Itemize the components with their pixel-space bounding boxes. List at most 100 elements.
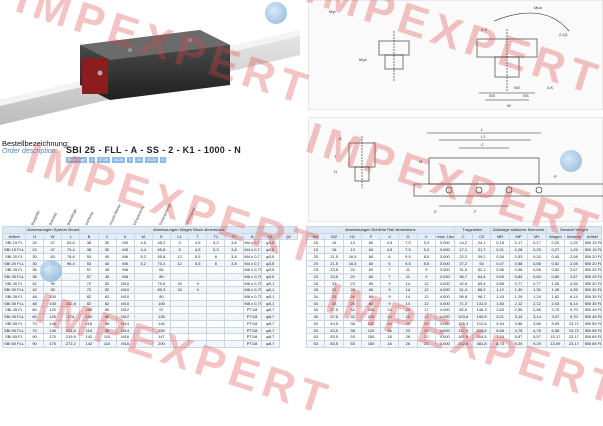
table-cell: 110 <box>97 333 117 341</box>
field-label: Blocklänge <box>66 208 78 226</box>
table-cell: 118 <box>151 319 172 328</box>
table-cell: 125,3 <box>453 319 473 328</box>
table-cell <box>169 313 190 321</box>
table-cell: SBI 65 FLL <box>2 339 26 348</box>
table-cell: M6 x 0,75 <box>242 286 262 295</box>
table-cell: 52,1 <box>471 266 492 274</box>
table-cell: 13,09 <box>545 339 566 348</box>
table-cell: 97 <box>151 306 172 315</box>
label-b: B <box>339 136 342 141</box>
table-cell <box>224 326 244 335</box>
table-cell: 1,83 <box>490 299 510 308</box>
column-header: L <box>61 232 81 241</box>
table-cell: SBI 25 FLL <box>582 272 603 281</box>
table-cell: 40 <box>97 252 117 261</box>
table-cell: M8 <box>115 272 135 281</box>
table-cell: 100 <box>43 293 63 301</box>
table-cell: 3.000 <box>435 246 455 254</box>
table-cell: 24 <box>24 239 45 248</box>
table-cell: 34 <box>305 293 326 301</box>
table-cell: 4,5 <box>379 246 400 254</box>
table-cell <box>133 286 153 295</box>
table-cell: 52 <box>97 279 117 288</box>
table-cell: 381,8 <box>471 339 492 348</box>
table-cell: 45 <box>305 306 326 315</box>
table-cell: M6 x 0,75 <box>242 293 262 301</box>
table-cell: 64,4 <box>471 272 492 281</box>
table-cell: M6 <box>115 259 135 268</box>
table-cell: 278,5 <box>471 326 492 335</box>
label-2q1: 2-Q1 <box>559 32 569 37</box>
field-label: Blocktyp <box>48 211 58 226</box>
table-cell: 45 <box>97 266 117 274</box>
table-cell: SBI 65 FL <box>582 333 603 341</box>
table-cell: 60 <box>361 259 381 268</box>
table-cell: 32 <box>342 313 363 321</box>
table-cell: 43,5 <box>324 319 344 328</box>
table-cell: 2,70 <box>545 306 566 315</box>
table-cell <box>188 293 208 301</box>
table-cell: 2,08 <box>564 259 584 268</box>
table-cell: 62 <box>97 299 117 308</box>
column-header: E <box>151 232 172 241</box>
table-cell: 53 <box>305 319 326 328</box>
table-cell: 0,56 <box>490 266 510 274</box>
table-cell <box>206 339 226 348</box>
table-cell: 4,5 <box>188 246 208 254</box>
label-mya: Mya <box>359 57 367 62</box>
table-cell: 57 <box>79 272 99 281</box>
table-cell <box>206 293 226 301</box>
table-cell: 38 <box>79 246 99 254</box>
table-cell: 9 <box>169 246 190 254</box>
table-cell: SBI 25 FLL <box>2 272 26 281</box>
table-cell: 53 <box>305 326 326 335</box>
page-tags: Seite/Page 4 27-28 30-33 5 30 23-24 6 <box>66 157 166 163</box>
table-cell: 53,5 <box>324 339 344 348</box>
label-w: W <box>507 103 511 108</box>
table-cell: 56,8 <box>453 293 473 301</box>
table-cell: 34 <box>305 299 326 308</box>
table-cell: 4.000 <box>435 319 455 328</box>
table-cell: 12 <box>416 293 437 301</box>
table-cell: 30 <box>97 239 117 248</box>
table-cell <box>61 279 81 288</box>
cross-section-drawing: Mpa 4-S 2-Q1 Mya W W3 W2 W1 4-K Myt <box>308 0 603 110</box>
table-cell: 4.000 <box>435 339 455 348</box>
table-cell: 0,34 <box>490 252 510 261</box>
table-cell: 0,58 <box>527 259 547 268</box>
table-cell: 272,2 <box>61 339 81 348</box>
table-cell: 105 <box>361 306 381 315</box>
table-cell: SBI 25 FL <box>582 266 603 274</box>
table-cell: 12 <box>416 279 437 288</box>
table-cell: 116 <box>79 319 99 328</box>
table-cell <box>188 266 208 274</box>
table-cell: 5,09 <box>545 319 566 328</box>
table-cell: 0,56 <box>508 266 529 274</box>
table-cell: 23,17 <box>564 333 584 341</box>
table-cell: 90 <box>43 286 63 295</box>
table-cell <box>188 272 208 281</box>
table-cell <box>188 313 208 321</box>
table-cell: M5 <box>115 239 135 248</box>
table-cell: 4,54 <box>490 319 510 328</box>
table-cell <box>133 299 153 308</box>
table-cell: 13,72 <box>564 319 584 328</box>
table-cell: 3,8 <box>224 246 244 254</box>
table-cell: 55,8 <box>151 252 172 261</box>
table-cell: 64 <box>151 266 172 274</box>
table-cell: 4,35 <box>564 279 584 288</box>
table-group-load: Tragzahlen <box>453 226 492 234</box>
table-cell: 2,08 <box>564 252 584 261</box>
table-cell: M4 x 0,7 <box>242 259 262 268</box>
table-cell: M10 <box>115 279 135 288</box>
table-cell: 90 <box>24 339 45 348</box>
